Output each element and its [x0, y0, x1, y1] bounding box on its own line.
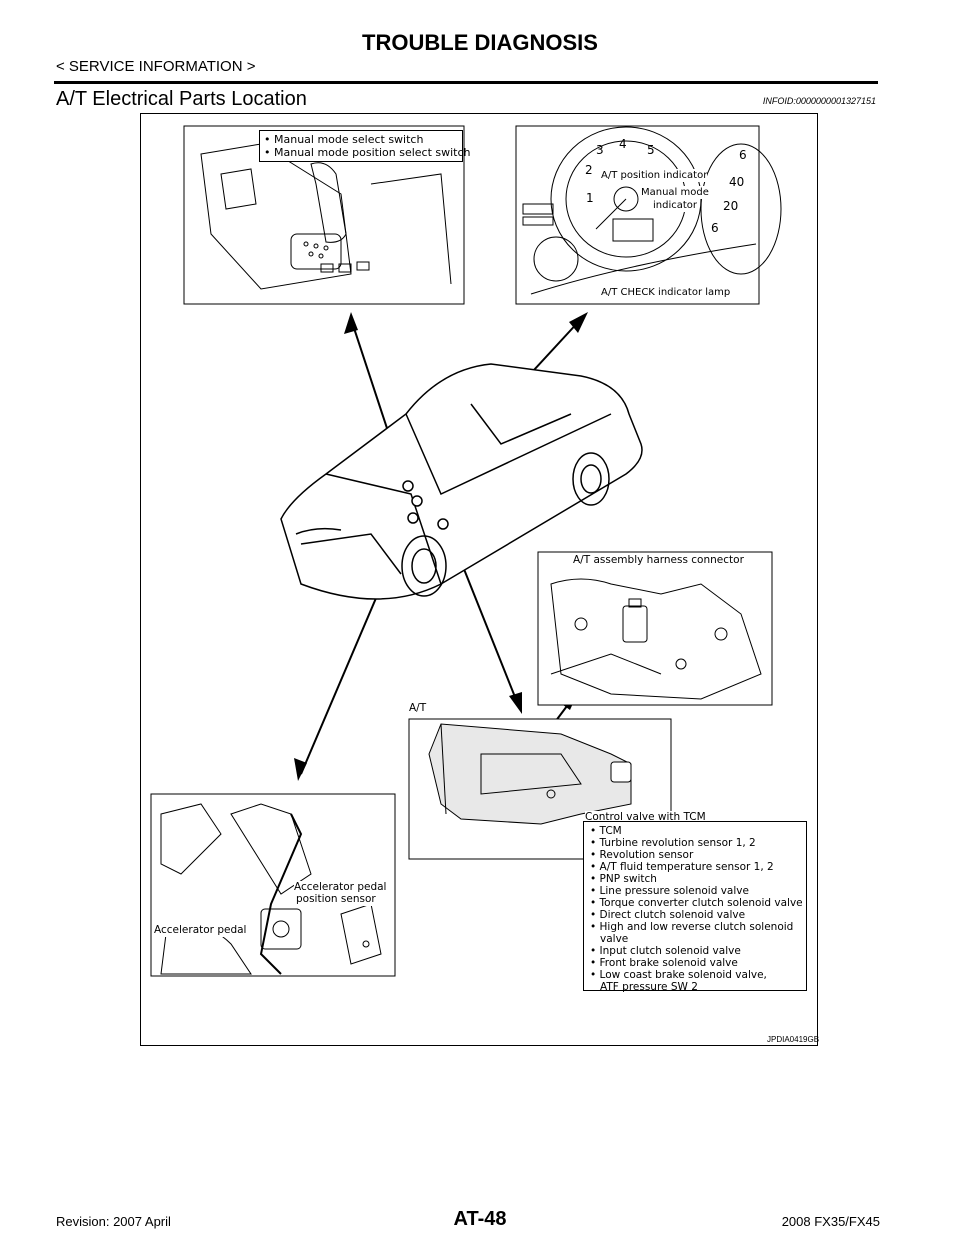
component-item: ATF pressure SW 2	[600, 981, 698, 993]
component-item: valve	[600, 933, 629, 945]
at-label: A/T	[409, 702, 427, 714]
component-item: • PNP switch	[590, 873, 657, 885]
tach-number: 3	[596, 143, 604, 157]
speed-number: 6	[711, 221, 719, 235]
manual-mode-indicator-label-1: Manual mode	[641, 186, 709, 199]
manual-mode-indicator-label-2: indicator	[653, 199, 698, 212]
component-item: • Torque converter clutch solenoid valve	[590, 897, 803, 909]
component-item: • Direct clutch solenoid valve	[590, 909, 746, 921]
at-assembly-harness-connector-label: A/T assembly harness connector	[573, 554, 744, 567]
tach-number: 1	[586, 191, 594, 205]
accelerator-pedal-label: Accelerator pedal	[154, 924, 247, 937]
at-check-indicator-lamp-label: A/T CHECK indicator lamp	[601, 286, 731, 299]
vehicle-outline	[280, 363, 643, 600]
info-id: INFOID:0000000001327151	[762, 96, 876, 106]
components-list: • TCM • Turbine revolution sensor 1, 2 •…	[590, 825, 803, 993]
accelerator-pedal-position-sensor-label-2: position sensor	[296, 893, 376, 906]
tach-number: 4	[619, 137, 627, 151]
revision-text: Revision: 2007 April	[56, 1214, 171, 1229]
component-item: • Input clutch solenoid valve	[590, 945, 741, 957]
speed-number: 40	[729, 175, 745, 189]
component-item: • Low coast brake solenoid valve,	[590, 969, 767, 981]
tach-number: 6	[739, 148, 747, 162]
component-item: • TCM	[590, 825, 622, 837]
section-title: A/T Electrical Parts Location	[56, 88, 307, 110]
shifter-label-box: • Manual mode select switch • Manual mod…	[259, 130, 471, 162]
parts-location-figure: • Manual mode select switch • Manual mod…	[140, 113, 818, 1046]
manual-mode-position-select-switch-label: • Manual mode position select switch	[264, 146, 471, 159]
at-position-indicator-label: A/T position indicator	[601, 169, 708, 182]
speed-number: 20	[723, 199, 739, 213]
model-text: 2008 FX35/FX45	[781, 1214, 880, 1229]
header-rule	[54, 81, 878, 84]
tach-number: 2	[585, 163, 593, 177]
component-item: • Revolution sensor	[590, 849, 694, 861]
page-title: TROUBLE DIAGNOSIS	[362, 30, 598, 55]
figure-id: JPDIA0419GB	[767, 1035, 820, 1044]
components-box: • TCM • Turbine revolution sensor 1, 2 •…	[583, 821, 807, 993]
component-item: • Front brake solenoid valve	[590, 957, 738, 969]
manual-mode-select-switch-label: • Manual mode select switch	[264, 133, 424, 146]
control-valve-with-tcm-label: Control valve with TCM	[585, 811, 706, 824]
component-item: • Turbine revolution sensor 1, 2	[590, 837, 756, 849]
page-number: AT-48	[453, 1208, 507, 1230]
tach-number: 5	[647, 143, 655, 157]
component-item: • High and low reverse clutch solenoid	[590, 921, 794, 933]
component-item: • Line pressure solenoid valve	[590, 885, 749, 897]
component-item: • A/T fluid temperature sensor 1, 2	[590, 861, 774, 873]
breadcrumb: < SERVICE INFORMATION >	[56, 58, 256, 75]
accelerator-pedal-position-sensor-label-1: Accelerator pedal	[294, 881, 387, 894]
